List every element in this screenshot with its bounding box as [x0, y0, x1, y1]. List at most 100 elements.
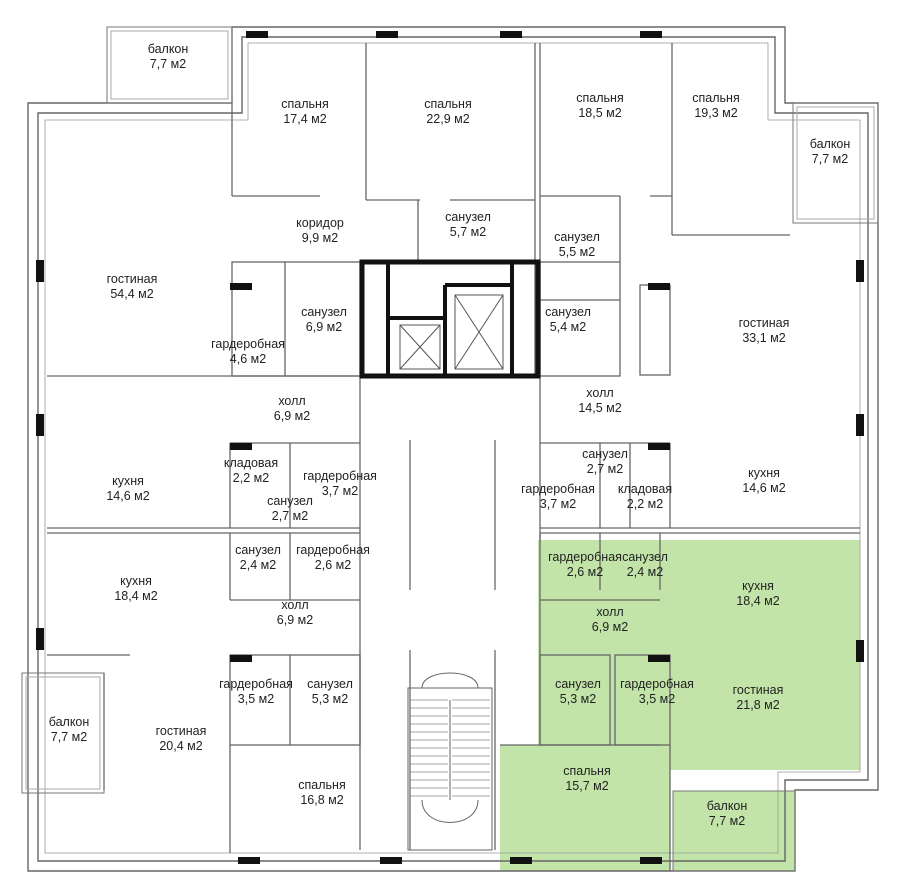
room-name: санузел — [445, 210, 491, 224]
room-name: спальня — [281, 97, 329, 111]
stair-steps — [410, 699, 490, 797]
room-area: 9,9 м2 — [301, 231, 339, 245]
room-area: 7,7 м2 — [149, 57, 187, 71]
room-name: гардеробная — [303, 469, 377, 483]
room-name: кладовая — [223, 456, 279, 470]
room-area: 7,7 м2 — [811, 152, 849, 166]
room-name: спальня — [424, 97, 472, 111]
room-area: 5,5 м2 — [558, 245, 596, 259]
room-area: 3,5 м2 — [237, 692, 275, 706]
room-name: санузел — [554, 230, 600, 244]
stair-lift-core — [359, 259, 541, 379]
window — [640, 857, 662, 864]
room-name: санузел — [582, 447, 628, 461]
room-area: 14,5 м2 — [578, 401, 622, 415]
highlighted-apartment[interactable] — [500, 540, 860, 871]
room-name: санузел — [307, 677, 353, 691]
room-name: кухня — [120, 574, 152, 588]
room-area: 21,8 м2 — [736, 698, 780, 712]
room-area: 5,4 м2 — [549, 320, 587, 334]
window — [856, 260, 864, 282]
room-name: спальня — [298, 778, 346, 792]
room-area: 5,3 м2 — [311, 692, 349, 706]
room-area: 3,7 м2 — [539, 497, 577, 511]
room-area: 2,4 м2 — [626, 565, 664, 579]
window — [230, 443, 252, 450]
window — [648, 443, 670, 450]
window — [500, 31, 522, 38]
window — [510, 857, 532, 864]
staircase — [407, 672, 493, 851]
room-name: балкон — [48, 715, 90, 729]
room-area: 7,7 м2 — [50, 730, 88, 744]
room-area: 5,7 м2 — [449, 225, 487, 239]
room-area: 2,2 м2 — [232, 471, 270, 485]
room-name: гардеробная — [211, 337, 285, 351]
room-area: 18,5 м2 — [578, 106, 622, 120]
window — [238, 857, 260, 864]
room-name: балкон — [809, 137, 851, 151]
windows — [36, 31, 864, 864]
window — [640, 31, 662, 38]
room-name: гардеробная — [548, 550, 622, 564]
window — [856, 414, 864, 436]
window — [856, 640, 864, 662]
room-area: 17,4 м2 — [283, 112, 327, 126]
room-name: кухня — [742, 579, 774, 593]
window — [648, 655, 670, 662]
room-area: 5,3 м2 — [559, 692, 597, 706]
room-name: санузел — [235, 543, 281, 557]
room-name: балкон — [147, 42, 189, 56]
room-area: 4,6 м2 — [229, 352, 267, 366]
window — [246, 31, 268, 38]
window — [230, 655, 252, 662]
room-area: 33,1 м2 — [742, 331, 786, 345]
lift-1 — [399, 324, 441, 370]
room-name: гостиная — [732, 683, 784, 697]
room-name: гостиная — [155, 724, 207, 738]
room-name: гардеробная — [219, 677, 293, 691]
room-area: 3,5 м2 — [638, 692, 676, 706]
room-area: 22,9 м2 — [426, 112, 470, 126]
room-area: 2,7 м2 — [271, 509, 309, 523]
window — [36, 414, 44, 436]
room-name: спальня — [692, 91, 740, 105]
balcony-se-highlight — [673, 791, 795, 871]
room-area: 20,4 м2 — [159, 739, 203, 753]
window — [36, 260, 44, 282]
window — [230, 283, 252, 290]
window — [380, 857, 402, 864]
room-name: санузел — [622, 550, 668, 564]
balcony-se-outline — [672, 790, 796, 872]
room-area: 2,2 м2 — [626, 497, 664, 511]
room-name: санузел — [545, 305, 591, 319]
room-area: 7,7 м2 — [708, 814, 746, 828]
room-name: спальня — [576, 91, 624, 105]
room-name: спальня — [563, 764, 611, 778]
room-area: 6,9 м2 — [273, 409, 311, 423]
